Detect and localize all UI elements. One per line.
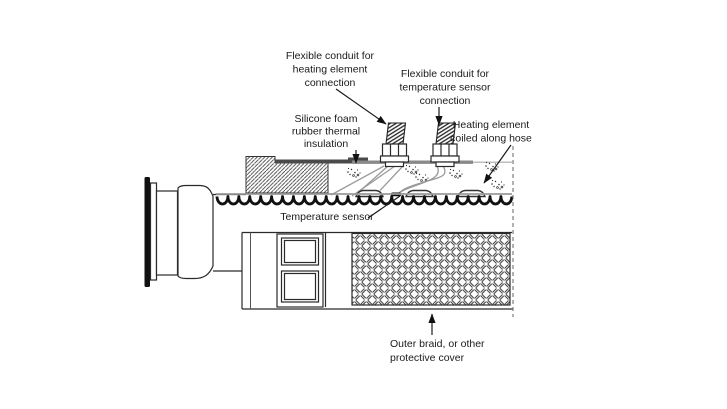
- label-line: rubber thermal: [292, 126, 360, 138]
- flange-face-seal: [144, 177, 150, 287]
- label-line: heating element: [293, 64, 368, 76]
- socket-window-upper: [280, 237, 320, 266]
- fitting-cylinder: [155, 190, 179, 276]
- label-sensor-conduit: Flexible conduit for temperature sensor …: [399, 68, 491, 107]
- conduit-collar: [384, 161, 405, 168]
- label-line: temperature sensor: [399, 82, 491, 94]
- socket-window-upper-inner: [283, 239, 317, 264]
- label-line: Flexible conduit for: [286, 50, 375, 62]
- sensor-conduit-fitting: [430, 122, 460, 168]
- corrugated-hose: [215, 193, 514, 206]
- leader-lines: [335, 88, 512, 335]
- heating-conduit-arrow: [335, 88, 387, 125]
- socket-window-lower: [280, 270, 320, 303]
- label-temperature-sensor: Temperature sensor: [280, 211, 374, 223]
- heating-element-arrow: [483, 144, 512, 184]
- label-outer-braid: Outer braid, or other protective cover: [390, 338, 485, 364]
- label-line: insulation: [304, 138, 349, 150]
- conduit-nut: [432, 143, 458, 157]
- conduit-flange: [379, 155, 410, 163]
- nut-facet-lines: [440, 144, 450, 156]
- label-heating-element: Heating element coiled along hose: [450, 119, 532, 145]
- sensor-wires: [396, 165, 446, 196]
- conduit-collar: [435, 161, 455, 168]
- label-line: protective cover: [390, 352, 465, 364]
- label-line: Heating element: [453, 119, 530, 131]
- labels: Flexible conduit for heating element con…: [280, 50, 532, 364]
- heating-wire: [379, 165, 404, 191]
- heating-wire: [351, 165, 396, 197]
- hose-corrugation: [215, 195, 514, 206]
- braid-section: [351, 232, 511, 306]
- outer-braid-cover: [351, 232, 511, 306]
- fitting-ferrule: [177, 184, 214, 280]
- heating-wire: [359, 165, 389, 192]
- label-line: Temperature sensor: [280, 211, 374, 223]
- jacket-cap-strip: [275, 159, 352, 164]
- heating-wire: [330, 165, 385, 196]
- conduit-flange: [430, 155, 460, 163]
- flange-plate: [149, 182, 158, 281]
- heating-element-wires: [330, 165, 404, 197]
- label-line: Flexible conduit for: [401, 68, 490, 80]
- jacket-cap-step: [348, 157, 368, 161]
- jacket-top-band: [352, 160, 473, 164]
- sensor-wire: [396, 165, 439, 196]
- fitting-body: [241, 231, 513, 310]
- label-line: connection: [305, 77, 356, 89]
- label-line: Silicone foam: [294, 113, 357, 125]
- heating-conduit-fitting: [379, 122, 410, 168]
- label-insulation: Silicone foam rubber thermal insulation: [292, 113, 360, 150]
- conduit-nut: [381, 143, 408, 157]
- temperature-sensor-leader: [367, 195, 401, 219]
- nut-facet-lines: [389, 144, 400, 156]
- label-heating-conduit: Flexible conduit for heating element con…: [286, 50, 375, 89]
- flange-fitting: [144, 177, 214, 287]
- label-line: coiled along hose: [450, 133, 532, 145]
- label-line: Outer braid, or other: [390, 338, 485, 350]
- conduit-coil: [385, 122, 407, 145]
- label-line: connection: [420, 95, 471, 107]
- socket-window-lower-inner: [283, 272, 317, 301]
